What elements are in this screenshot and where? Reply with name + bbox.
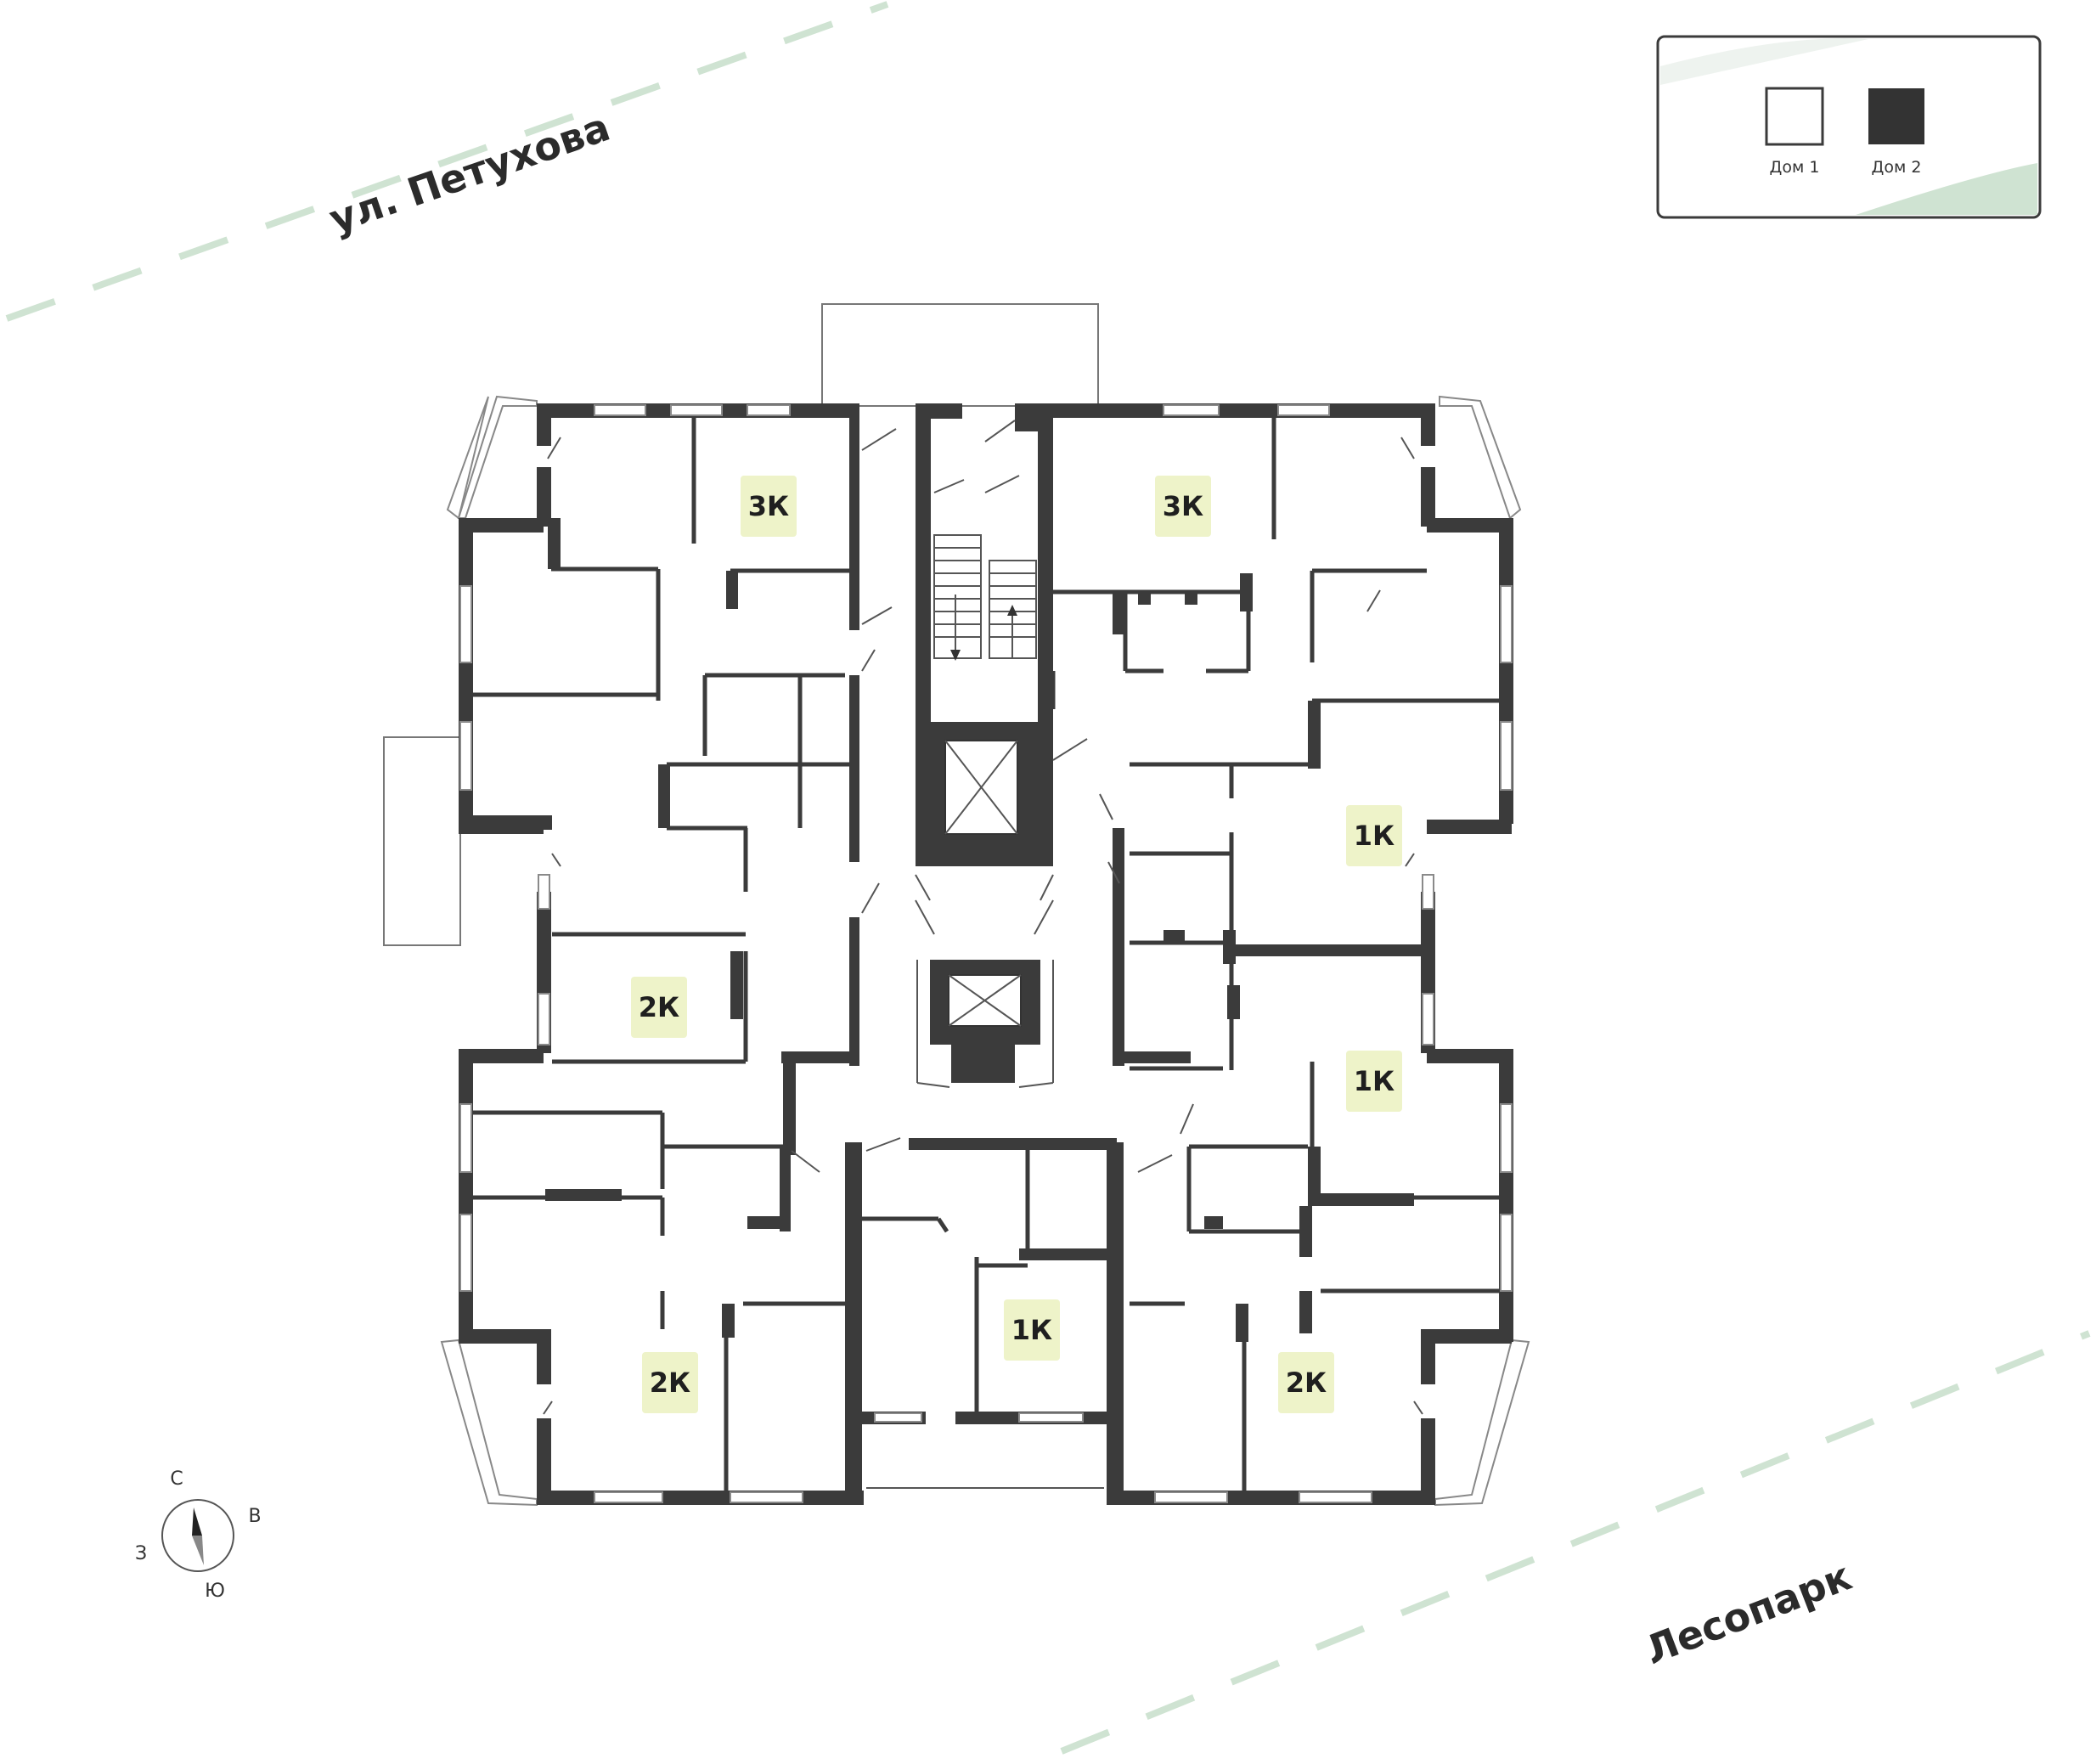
legend-label-dom2: Дом 2 bbox=[1872, 158, 1922, 177]
building-core bbox=[915, 403, 1054, 1088]
apartment-badge-nw[interactable]: 3К bbox=[741, 476, 797, 537]
bay-window-se bbox=[1434, 1338, 1530, 1507]
street-label-north: ул. Петухова bbox=[324, 104, 616, 242]
stair-arrow-down bbox=[950, 650, 961, 661]
street-path-north bbox=[5, 1, 889, 322]
terrace-north bbox=[821, 303, 1099, 407]
apartment-badge-sw[interactable]: 2К bbox=[642, 1352, 698, 1413]
legend: Дом 1 Дом 2 bbox=[1656, 35, 2042, 219]
compass-label-east: В bbox=[248, 1506, 261, 1527]
apartment-badge-se[interactable]: 2К bbox=[1278, 1352, 1334, 1413]
apartment-badge-e-upper[interactable]: 1К bbox=[1346, 805, 1402, 866]
compass: С В Ю З bbox=[135, 1468, 262, 1602]
apartment-badge-w-middle[interactable]: 2К bbox=[631, 977, 687, 1038]
legend-accent-top bbox=[1660, 38, 1868, 85]
bay-window-ne bbox=[1439, 395, 1522, 520]
compass-needle-south bbox=[192, 1536, 204, 1565]
compass-needle-north bbox=[192, 1508, 202, 1536]
compass-label-west: З bbox=[135, 1543, 147, 1564]
legend-swatch-dom2 bbox=[1868, 88, 1924, 144]
legend-label-dom1: Дом 1 bbox=[1770, 158, 1820, 177]
apartment-badge-ne[interactable]: 3К bbox=[1155, 476, 1211, 537]
apartment-label: 1К bbox=[1354, 820, 1395, 852]
compass-label-north: С bbox=[170, 1468, 183, 1490]
street-label-south: Лесопарк bbox=[1639, 1553, 1858, 1673]
apartment-label: 1К bbox=[1354, 1065, 1395, 1097]
stair-arrow-up bbox=[1007, 605, 1017, 616]
apartment-label: 1К bbox=[1011, 1314, 1052, 1346]
apartment-label: 3К bbox=[748, 490, 789, 522]
staircase bbox=[933, 534, 1037, 659]
exterior-walls bbox=[459, 403, 1513, 1505]
apartment-badge-e-lower[interactable]: 1К bbox=[1346, 1051, 1402, 1112]
legend-swatch-dom1 bbox=[1765, 87, 1824, 146]
apartment-label: 3К bbox=[1163, 490, 1203, 522]
bay-window-sw bbox=[440, 1338, 538, 1507]
apartment-label: 2К bbox=[650, 1367, 690, 1399]
street-path-south bbox=[1060, 1330, 2091, 1755]
legend-accent-bottom bbox=[1856, 163, 2037, 215]
apartment-badge-s-center[interactable]: 1К bbox=[1004, 1299, 1060, 1361]
apartment-label: 2К bbox=[639, 991, 679, 1023]
compass-ring bbox=[161, 1499, 234, 1572]
apartment-label: 2К bbox=[1286, 1367, 1327, 1399]
terrace-west bbox=[383, 736, 461, 946]
compass-label-south: Ю bbox=[205, 1581, 225, 1602]
interior-walls bbox=[473, 418, 1499, 1491]
door-swings bbox=[543, 420, 1423, 1415]
bay-window-nw bbox=[446, 395, 538, 520]
